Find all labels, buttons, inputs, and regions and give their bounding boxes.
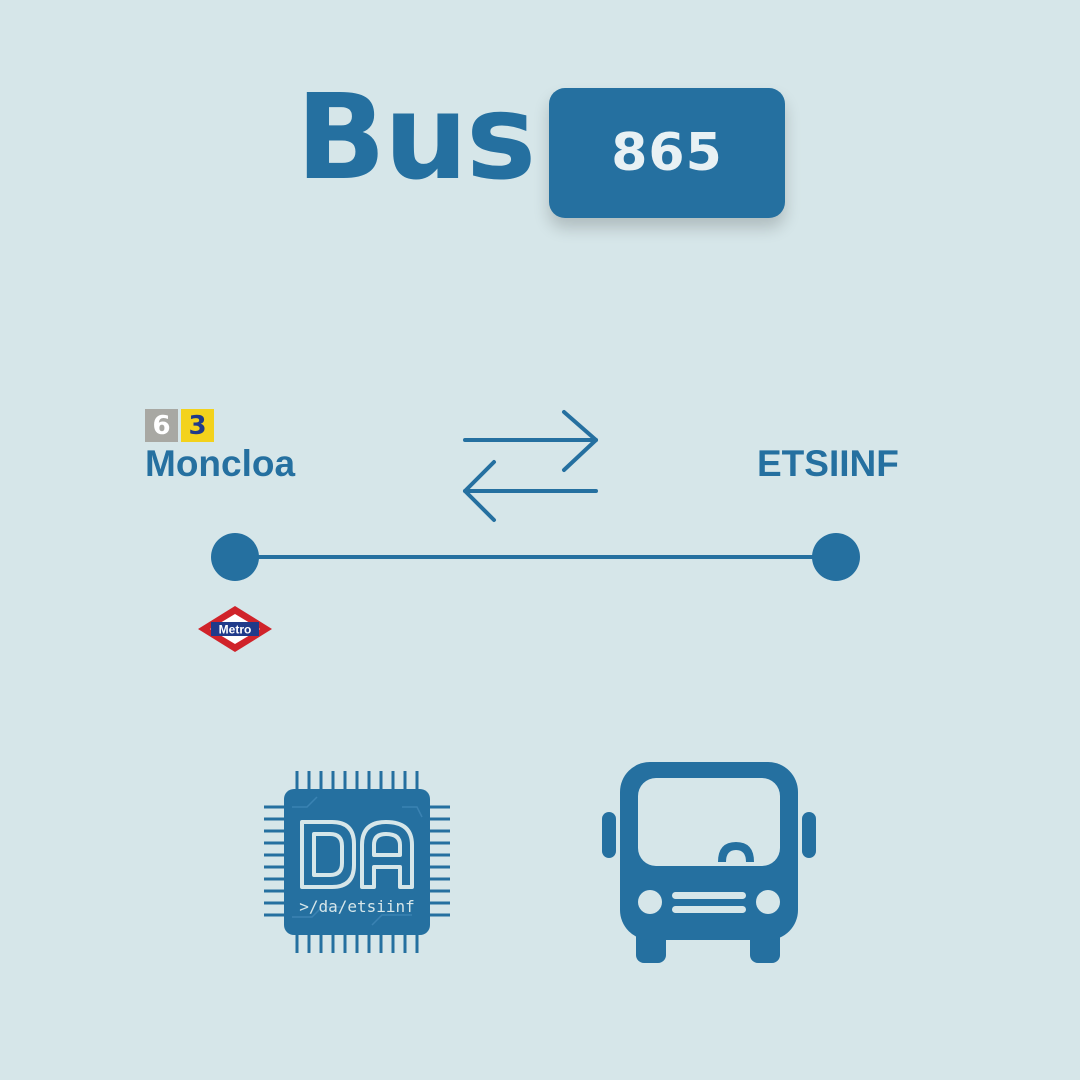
page-title: Bus [296, 68, 536, 206]
metro-line-6-badge: 6 [145, 409, 178, 442]
origin-stop-dot [211, 533, 259, 581]
bidirectional-arrows-icon [463, 410, 598, 522]
destination-stop-name: ETSIINF [757, 443, 899, 484]
metro-line-badges: 6 3 [145, 409, 214, 442]
metro-line-3-badge: 3 [181, 409, 214, 442]
origin-stop-name: Moncloa [145, 443, 296, 484]
bus-front-icon [602, 762, 816, 963]
metro-logo-icon: Metro [198, 606, 272, 652]
route-number: 865 [611, 123, 723, 183]
destination-stop-dot [812, 533, 860, 581]
da-chip-logo-icon: >/da/etsiinf [264, 771, 450, 953]
da-logo-text: >/da/etsiinf [299, 897, 415, 916]
metro-logo-text: Metro [219, 623, 252, 637]
route-number-badge: 865 [549, 88, 785, 218]
